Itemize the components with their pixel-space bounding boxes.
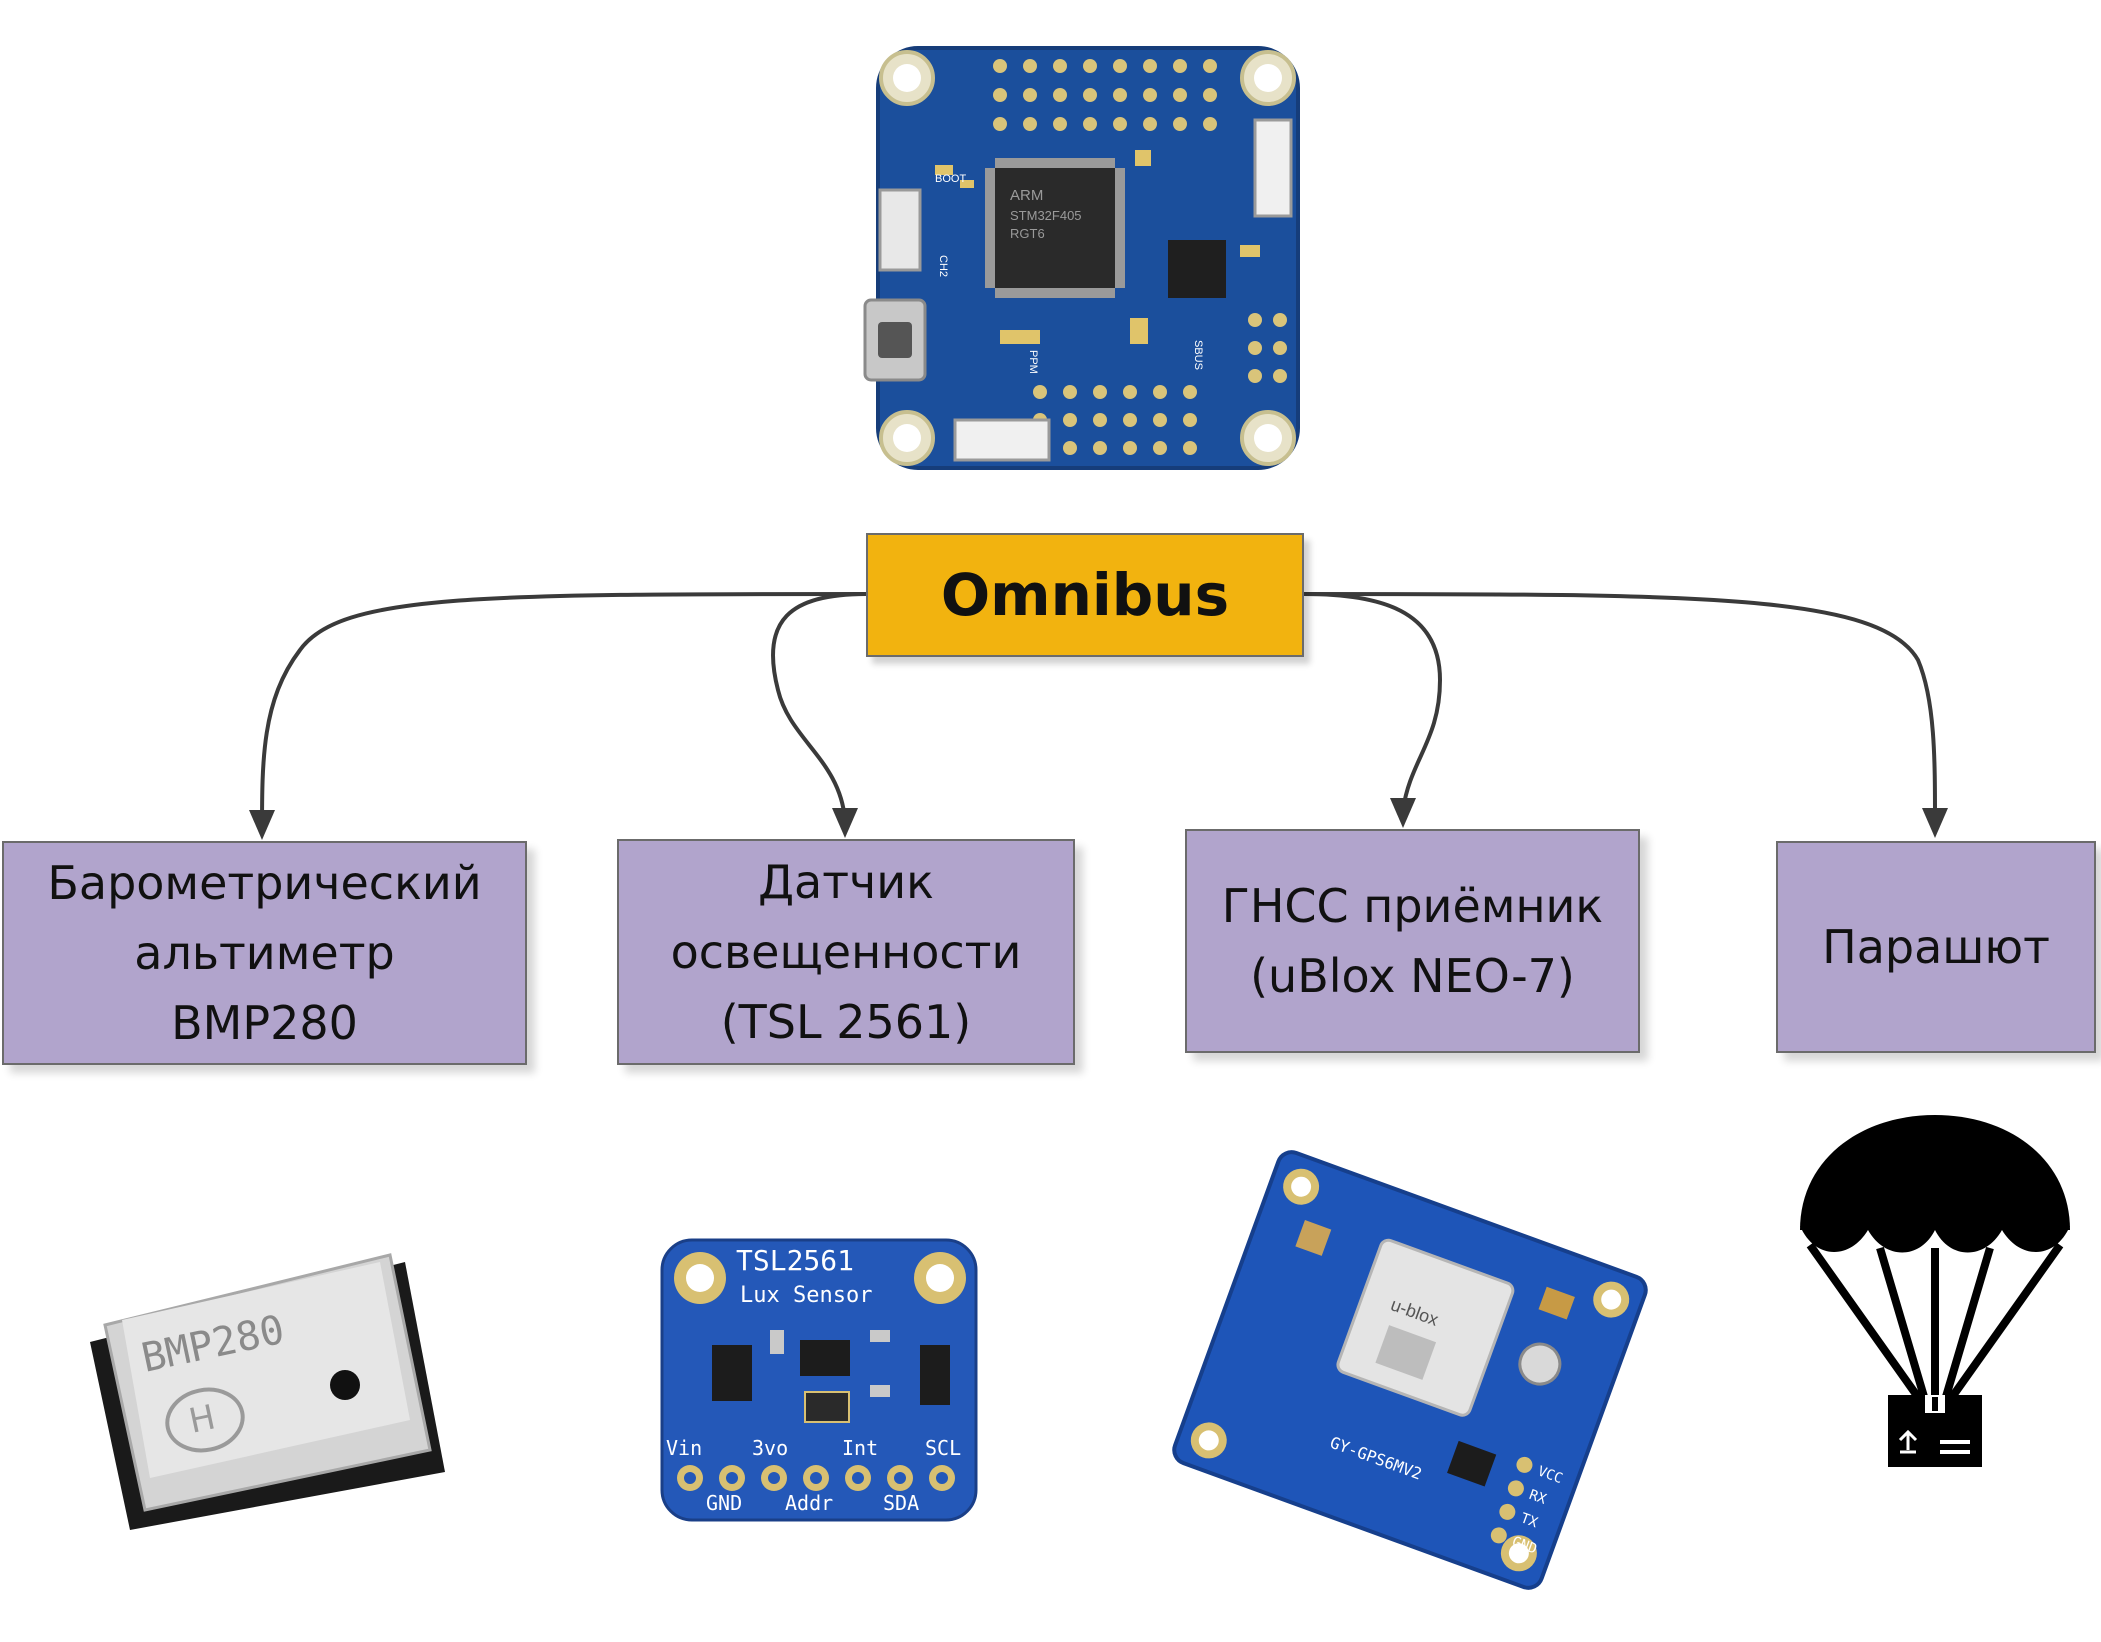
parachute-box: Парашют: [1776, 841, 2096, 1053]
tsl2561-board: TSL2561 Lux Sensor Vin 3vo Int SCL GND Addr S…: [660, 1238, 978, 1522]
gnss-receiver-box: ГНСС приёмник (uBlox NEO-7): [1185, 829, 1640, 1053]
omnibus-hub-label: Omnibus: [940, 561, 1230, 629]
gnss-receiver-label: ГНСС приёмник (uBlox NEO-7): [1221, 879, 1604, 1003]
arrow-to-barometer: [260, 592, 867, 833]
light-sensor-label: Датчик освещенности (TSL 2561): [670, 855, 1022, 1049]
parachute-label: Парашют: [1822, 920, 2050, 974]
svg-text:RX: RX: [1527, 1487, 1549, 1508]
arrowhead-barometer: [249, 810, 275, 840]
svg-text:GND: GND: [706, 1491, 742, 1515]
svg-text:Lux Sensor: Lux Sensor: [740, 1283, 872, 1308]
svg-text:BOOT: BOOT: [935, 173, 966, 185]
tsl2561-title-marking: TSL2561: [736, 1244, 854, 1277]
fc-pin-header-right: [1248, 313, 1287, 383]
svg-text:RGT6: RGT6: [1010, 226, 1045, 241]
bmp280-chip: BMP280 H: [90, 1253, 445, 1530]
arrowhead-gnss: [1390, 798, 1416, 828]
fc-bottom-connector: [953, 418, 1051, 462]
parachute-cargo-box: [1888, 1395, 1982, 1467]
svg-text:Addr: Addr: [785, 1491, 833, 1515]
fc-right-connector: [1253, 118, 1293, 218]
fc-pin-header-top: [993, 59, 1217, 131]
svg-text:CH2: CH2: [937, 255, 949, 277]
svg-text:Int: Int: [842, 1436, 878, 1460]
svg-text:Vin: Vin: [666, 1436, 702, 1460]
fc-gyro-chip: [1168, 240, 1226, 298]
arrowhead-parachute: [1922, 808, 1948, 838]
svg-text:PPM: PPM: [1027, 350, 1039, 374]
fc-usb-port: [863, 298, 927, 382]
arrow-to-parachute: [1303, 592, 1937, 821]
barometer-label: Барометрический альтиметр BMP280: [47, 856, 482, 1050]
svg-text:ARM: ARM: [1010, 187, 1043, 204]
fc-side-connector: [878, 188, 922, 272]
gps-backup-battery: [1518, 1342, 1562, 1386]
svg-text:SBUS: SBUS: [1192, 340, 1204, 370]
svg-text:STM32F405: STM32F405: [1010, 208, 1082, 223]
svg-text:SDA: SDA: [883, 1491, 919, 1515]
fc-mcu-chip: ARM STM32F405 RGT6: [985, 158, 1125, 298]
fc-pin-header-bottom: [1033, 385, 1197, 455]
parachute-lines: [1806, 1242, 2064, 1403]
omnibus-hub-box: Omnibus: [866, 533, 1304, 657]
gps-antenna-connector: [1295, 1220, 1332, 1256]
arrow-to-light: [771, 592, 867, 821]
light-sensor-box: Датчик освещенности (TSL 2561): [617, 839, 1075, 1065]
barometer-box: Барометрический альтиметр BMP280: [2, 841, 527, 1065]
svg-text:3vo: 3vo: [752, 1436, 788, 1460]
parachute-canopy: [1800, 1115, 2070, 1253]
fc-board: ARM STM32F405 RGT6 BOOT C: [863, 46, 1300, 470]
arrow-to-gnss: [1303, 592, 1443, 811]
svg-text:SCL: SCL: [925, 1436, 961, 1460]
gps-ublox-module: [1336, 1238, 1515, 1417]
arrowhead-light: [832, 808, 858, 838]
svg-text:TX: TX: [1518, 1510, 1540, 1531]
